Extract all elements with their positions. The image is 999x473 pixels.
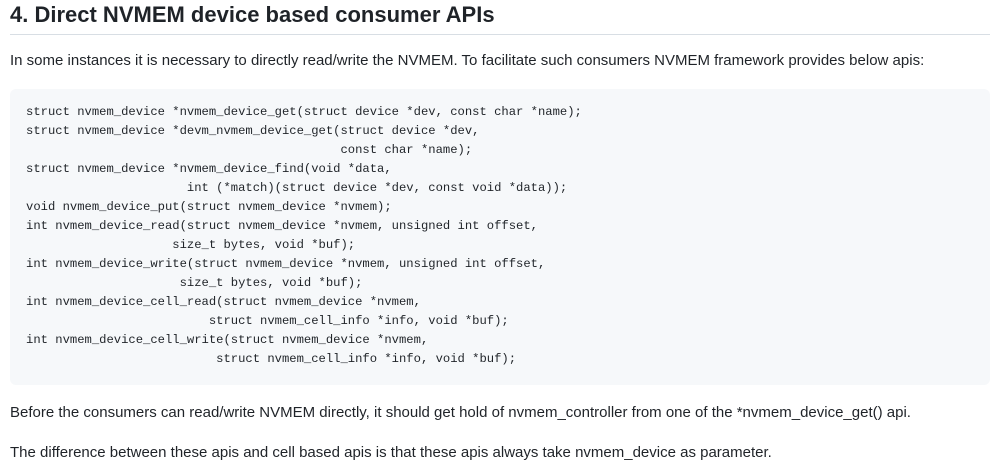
section-heading: 4. Direct NVMEM device based consumer AP… [10,2,495,27]
heading-divider [10,34,990,35]
document-content: 4. Direct NVMEM device based consumer AP… [10,0,990,463]
before-paragraph: Before the consumers can read/write NVME… [10,404,911,421]
code-listing: struct nvmem_device *nvmem_device_get(st… [26,105,582,366]
intro-paragraph: In some instances it is necessary to dir… [10,52,925,69]
difference-paragraph: The difference between these apis and ce… [10,444,772,461]
code-block: struct nvmem_device *nvmem_device_get(st… [10,89,990,385]
